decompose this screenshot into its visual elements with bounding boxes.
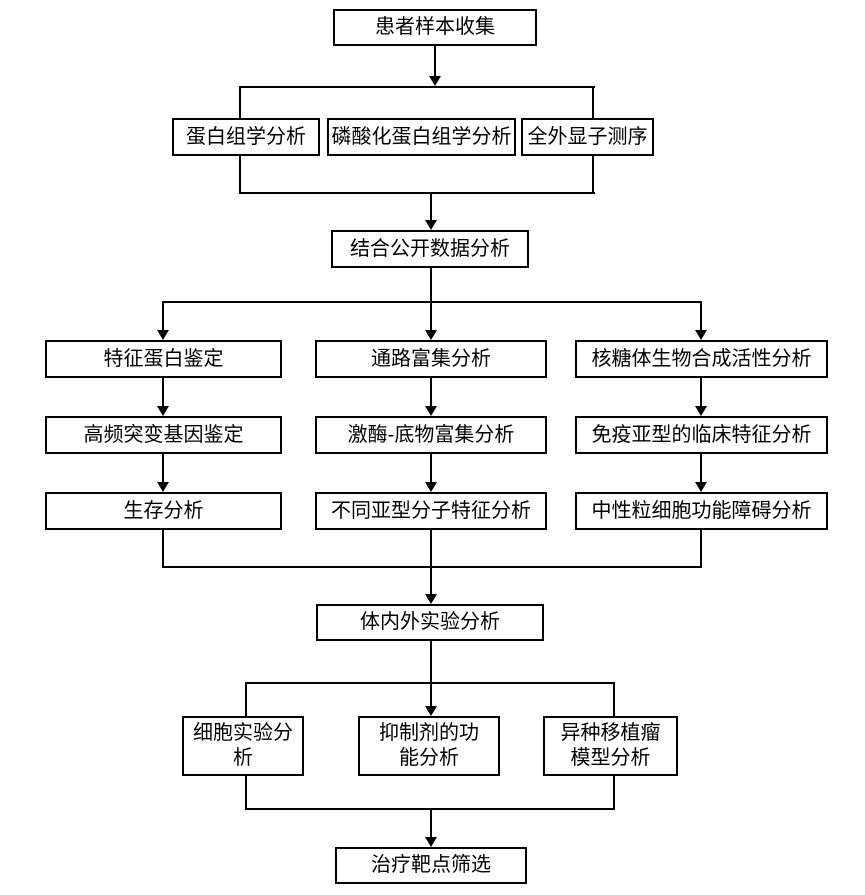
- node-label: 激酶-底物富集分析: [347, 423, 515, 446]
- node-label: 全外显子测序: [527, 125, 648, 148]
- arrowhead-down-icon: [425, 406, 437, 416]
- flow-line: [613, 776, 615, 810]
- node-label: 中性粒细胞功能障碍分析: [591, 499, 812, 522]
- node-label: 患者样本收集: [375, 16, 495, 38]
- arrowhead-down-icon: [425, 594, 437, 604]
- node-neutrophil-dysfunction-analysis: 中性粒细胞功能障碍分析: [575, 492, 828, 530]
- node-label-line1: 细胞实验分: [193, 722, 293, 744]
- flow-line: [700, 301, 702, 332]
- flow-line: [700, 454, 702, 484]
- flow-line: [430, 454, 432, 484]
- node-proteomics-analysis: 蛋白组学分析: [172, 118, 320, 156]
- node-label-line1: 异种移植瘤: [560, 722, 661, 744]
- flow-line: [239, 86, 595, 88]
- flow-line: [430, 192, 432, 222]
- node-whole-exome-sequencing: 全外显子测序: [521, 118, 654, 156]
- flow-line: [700, 378, 702, 408]
- node-ribosome-biogenesis-activity-analysis: 核糖体生物合成活性分析: [575, 340, 828, 378]
- flow-line: [430, 378, 432, 408]
- node-label: 核糖体生物合成活性分析: [591, 347, 812, 370]
- flow-line: [162, 530, 164, 567]
- node-cell-experiment-analysis: 细胞实验分 析: [182, 716, 304, 776]
- node-label: 特征蛋白鉴定: [103, 347, 224, 370]
- arrowhead-down-icon: [157, 330, 169, 340]
- node-label-line2: 模型分析: [570, 747, 651, 769]
- flow-line: [430, 641, 432, 683]
- node-subtype-molecular-feature-analysis: 不同亚型分子特征分析: [315, 492, 547, 530]
- node-pathway-enrichment-analysis: 通路富集分析: [315, 340, 547, 378]
- node-survival-analysis: 生存分析: [45, 492, 282, 530]
- flow-line: [430, 808, 432, 839]
- node-label: 生存分析: [123, 499, 204, 522]
- node-label: 免疫亚型的临床特征分析: [591, 423, 812, 446]
- arrowhead-down-icon: [425, 706, 437, 716]
- flow-line: [430, 530, 432, 567]
- node-label: 体内外实验分析: [360, 611, 500, 633]
- node-therapeutic-target-screening: 治疗靶点筛选: [335, 847, 527, 884]
- arrowhead-down-icon: [695, 406, 707, 416]
- arrowhead-down-icon: [695, 330, 707, 340]
- node-label-line2: 能分析: [399, 747, 459, 769]
- arrowhead-down-icon: [425, 482, 437, 492]
- node-feature-protein-identification: 特征蛋白鉴定: [45, 340, 282, 378]
- flow-line: [613, 682, 615, 716]
- node-label: 高频突变基因鉴定: [83, 423, 244, 446]
- flow-line: [162, 301, 164, 332]
- flow-line: [245, 776, 247, 810]
- node-inhibitor-function-analysis: 抑制剂的功 能分析: [358, 716, 500, 776]
- node-label: 蛋白组学分析: [186, 125, 306, 148]
- flow-line: [245, 682, 247, 716]
- node-label: 不同亚型分子特征分析: [331, 499, 531, 522]
- node-label: 磷酸化蛋白组学分析: [331, 125, 512, 148]
- node-high-freq-mutation-gene-identification: 高频突变基因鉴定: [45, 416, 282, 454]
- node-phosphoproteomics-analysis: 磷酸化蛋白组学分析: [327, 118, 516, 156]
- flow-line: [434, 46, 436, 78]
- flow-line: [700, 530, 702, 567]
- arrowhead-down-icon: [425, 220, 437, 230]
- flow-line: [162, 378, 164, 408]
- flow-line: [430, 268, 432, 332]
- node-in-vivo-in-vitro-experiment-analysis: 体内外实验分析: [316, 604, 544, 641]
- arrowhead-down-icon: [425, 837, 437, 847]
- node-xenograft-tumor-model-analysis: 异种移植瘤 模型分析: [543, 716, 678, 776]
- flow-line: [162, 566, 702, 568]
- arrowhead-down-icon: [695, 482, 707, 492]
- node-label: 治疗靶点筛选: [371, 854, 491, 876]
- node-immune-subtype-clinical-feature-analysis: 免疫亚型的临床特征分析: [575, 416, 828, 454]
- flow-line: [430, 682, 432, 708]
- node-kinase-substrate-enrichment-analysis: 激酶-底物富集分析: [315, 416, 547, 454]
- flow-line: [162, 301, 702, 303]
- flow-line: [162, 454, 164, 484]
- arrowhead-down-icon: [157, 406, 169, 416]
- flow-line: [430, 566, 432, 596]
- flow-line: [239, 192, 595, 194]
- arrowhead-down-icon: [157, 482, 169, 492]
- arrowhead-down-icon: [429, 76, 441, 86]
- node-label-line2: 析: [233, 747, 253, 769]
- node-label-line1: 抑制剂的功: [379, 722, 479, 744]
- node-label: 通路富集分析: [371, 347, 491, 370]
- node-public-data-analysis: 结合公开数据分析: [331, 230, 529, 268]
- arrowhead-down-icon: [425, 330, 437, 340]
- node-patient-sample-collection: 患者样本收集: [333, 9, 537, 46]
- node-label: 结合公开数据分析: [350, 237, 510, 260]
